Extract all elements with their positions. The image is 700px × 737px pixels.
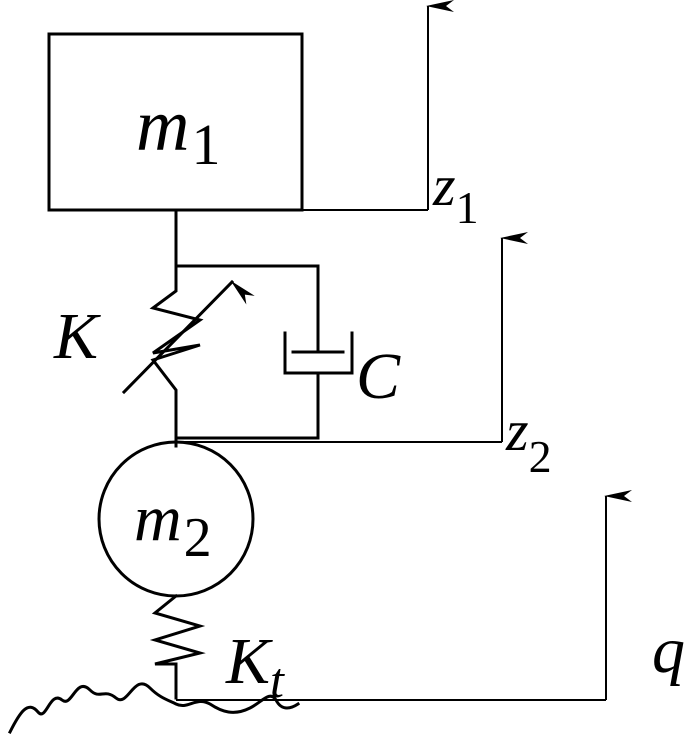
damper-C-label: C bbox=[356, 340, 401, 413]
road-profile bbox=[7, 682, 301, 735]
z1-label: z1 bbox=[432, 153, 479, 233]
suspension-parallel: K C bbox=[53, 208, 401, 440]
mass-m2-label: m2 bbox=[134, 482, 212, 569]
mass-m1-label: m1 bbox=[136, 85, 220, 177]
variable-stiffness-arrow-icon bbox=[121, 279, 255, 395]
q-label: q bbox=[652, 614, 685, 687]
displacement-z1: z1 bbox=[302, 0, 479, 233]
spring-Kt-label: Kt bbox=[225, 625, 285, 708]
spring-Kt bbox=[149, 593, 206, 700]
spring-K bbox=[149, 264, 204, 440]
spring-K-label: K bbox=[53, 300, 101, 373]
displacement-q: q bbox=[176, 490, 685, 701]
displacement-z2: z2 bbox=[174, 232, 552, 482]
mass-m2: m2 bbox=[97, 440, 255, 598]
mass-m1: m1 bbox=[47, 32, 304, 212]
z2-label: z2 bbox=[505, 398, 552, 482]
tire-spring: Kt bbox=[149, 593, 285, 708]
